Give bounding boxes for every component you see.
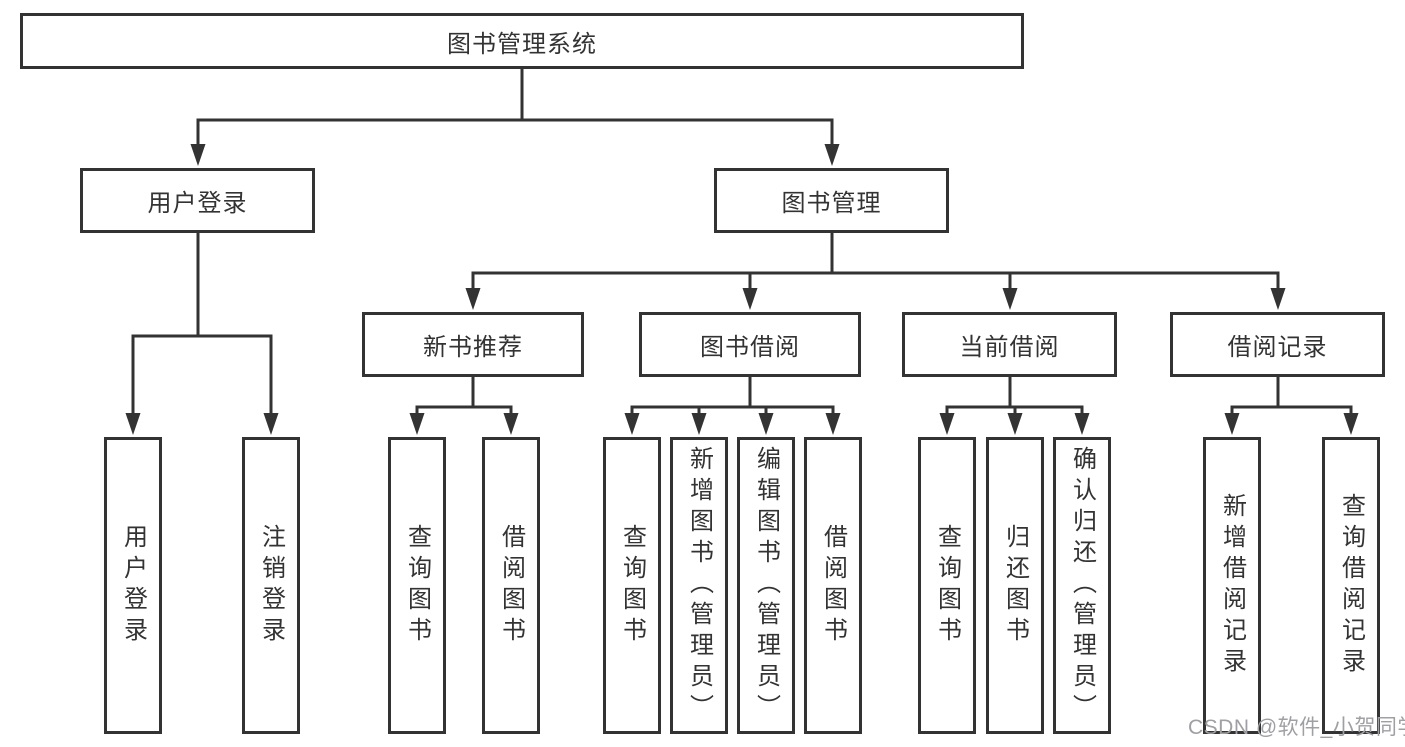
group-new-book-recommendation: 新书推荐 [362, 312, 584, 377]
watermark: CSDN @软件_小贺同学 [1188, 716, 1405, 739]
group-book-borrowing-label: 图书借阅 [700, 334, 800, 361]
leaf-current-return-book: 归还图书 [986, 437, 1044, 734]
leaf-user-login: 用户登录 [104, 437, 162, 734]
root-node-label: 图书管理系统 [447, 30, 597, 58]
group-new-book-recommendation-label: 新书推荐 [423, 334, 523, 361]
leaf-borrowing-add-book-admin: 新增图书（管理员） [670, 437, 728, 734]
connector-book-management-groups [465, 233, 1286, 310]
leaf-records-query-borrow-record-label: 查询借阅记录 [1337, 492, 1365, 679]
branch-book-management: 图书管理 [714, 168, 949, 233]
leaf-records-add-borrow-record-label: 新增借阅记录 [1218, 492, 1246, 679]
leaf-current-query-book: 查询图书 [918, 437, 976, 734]
leaf-records-query-borrow-record: 查询借阅记录 [1322, 437, 1380, 734]
leaf-borrowing-query-book-label: 查询图书 [618, 523, 646, 648]
leaf-logout: 注销登录 [242, 437, 300, 734]
group-current-borrowing: 当前借阅 [902, 312, 1117, 377]
group-current-borrowing-label: 当前借阅 [959, 334, 1060, 361]
root-node: 图书管理系统 [20, 13, 1024, 69]
leaf-borrowing-edit-book-admin: 编辑图书（管理员） [737, 437, 795, 734]
leaf-borrowing-query-book: 查询图书 [603, 437, 661, 734]
branch-user-login-label: 用户登录 [147, 190, 248, 217]
leaf-recommend-borrow-book: 借阅图书 [482, 437, 540, 734]
leaf-recommend-query-book: 查询图书 [388, 437, 446, 734]
connector-current-borrow-children [939, 377, 1090, 435]
branch-user-login: 用户登录 [80, 168, 315, 233]
leaf-recommend-query-book-label: 查询图书 [403, 523, 431, 648]
leaf-borrowing-edit-book-admin-label: 编辑图书（管理员） [752, 446, 780, 725]
group-borrow-records-label: 借阅记录 [1227, 334, 1328, 361]
connector-recommendation-children [409, 377, 519, 435]
connector-borrowing-children [624, 377, 841, 435]
leaf-logout-label: 注销登录 [257, 523, 285, 648]
leaf-borrowing-borrow-book-label: 借阅图书 [819, 523, 847, 648]
connector-user-login-children [125, 233, 279, 435]
leaf-recommend-borrow-book-label: 借阅图书 [497, 523, 525, 648]
leaf-current-confirm-return-admin: 确认归还（管理员） [1053, 437, 1111, 734]
leaf-records-add-borrow-record: 新增借阅记录 [1203, 437, 1261, 734]
group-borrow-records: 借阅记录 [1170, 312, 1385, 377]
leaf-current-return-book-label: 归还图书 [1001, 523, 1029, 648]
connector-root-to-branches [190, 69, 840, 166]
leaf-current-query-book-label: 查询图书 [933, 523, 961, 648]
leaf-user-login-label: 用户登录 [119, 523, 147, 648]
leaf-borrowing-add-book-admin-label: 新增图书（管理员） [685, 446, 713, 725]
leaf-borrowing-borrow-book: 借阅图书 [804, 437, 862, 734]
leaf-current-confirm-return-admin-label: 确认归还（管理员） [1068, 446, 1096, 725]
connector-borrow-records-children [1224, 377, 1359, 435]
branch-book-management-label: 图书管理 [781, 190, 882, 217]
group-book-borrowing: 图书借阅 [639, 312, 861, 377]
